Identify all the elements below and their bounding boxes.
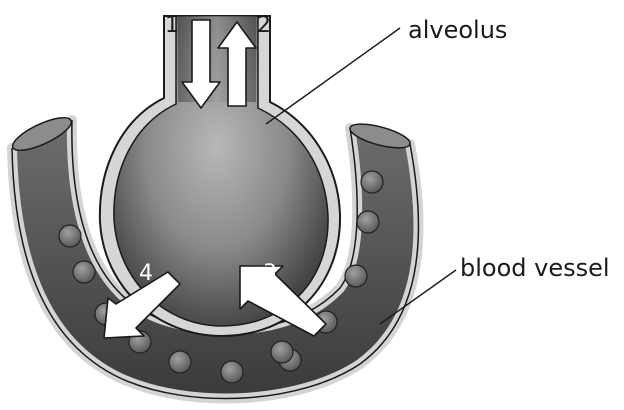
blood-cell	[271, 341, 293, 363]
blood-cell	[345, 265, 367, 287]
blood-cell	[221, 361, 243, 383]
blood-cell	[169, 351, 191, 373]
blood-cell	[357, 211, 379, 233]
arrow-1-number: 1	[165, 13, 179, 38]
arrow-4-number: 4	[139, 261, 153, 286]
blood-cell	[73, 261, 95, 283]
blood-cell	[361, 171, 383, 193]
blood-vessel-label: blood vessel	[460, 254, 610, 282]
alveolus	[100, 16, 340, 336]
arrow-3-number: 3	[263, 261, 277, 286]
arrow-2-number: 2	[257, 13, 271, 38]
alveolus-leader-line	[266, 28, 400, 124]
blood-cell	[59, 225, 81, 247]
alveolus-label: alveolus	[408, 16, 507, 44]
